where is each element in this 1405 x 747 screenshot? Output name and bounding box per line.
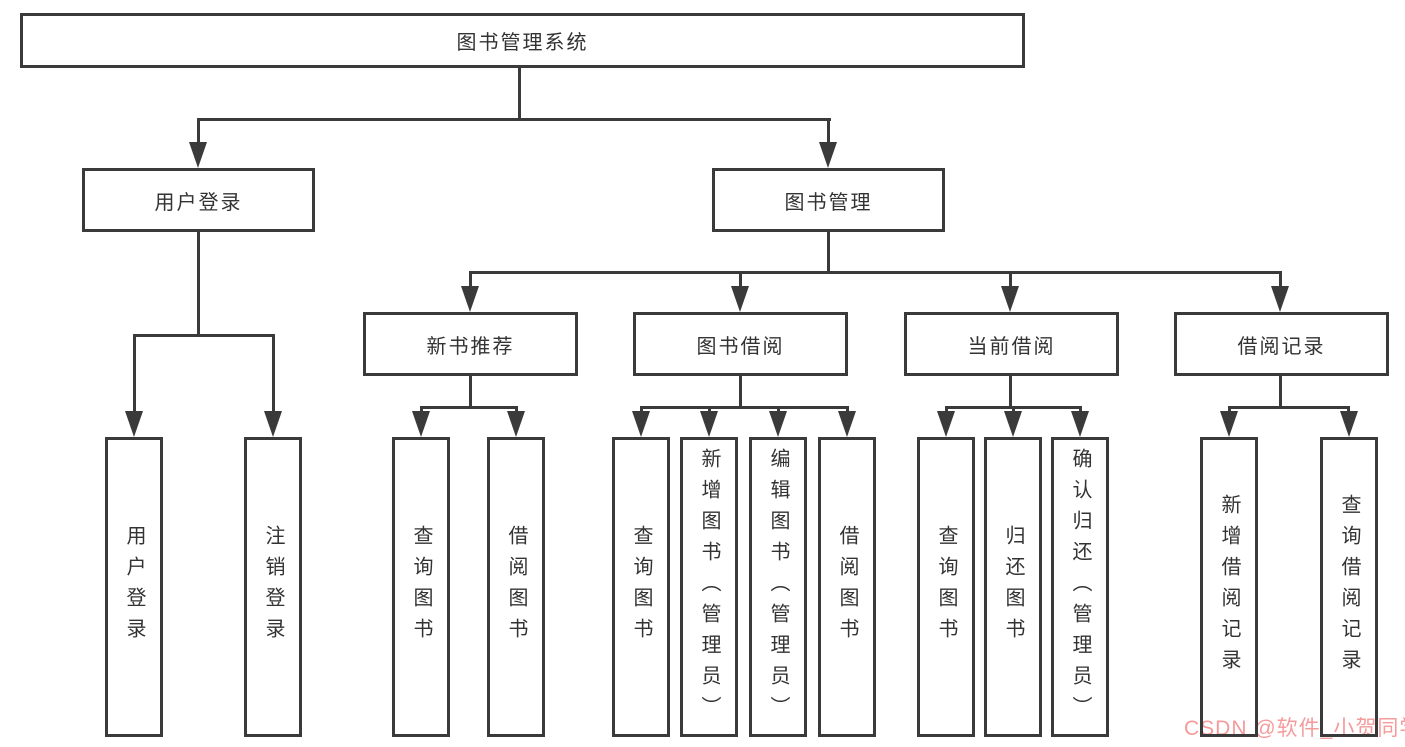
leaf-query-book-borrow-label: 查询图书	[630, 525, 652, 649]
node-book-borrow-label: 图书借阅	[696, 335, 785, 358]
connector-stub	[1347, 406, 1350, 413]
arrow-down-icon	[700, 411, 718, 437]
leaf-borrow-book: 借阅图书	[818, 437, 876, 737]
node-current-borrow: 当前借阅	[904, 312, 1119, 376]
node-book-borrow: 图书借阅	[633, 312, 848, 376]
node-book-management-label: 图书管理	[784, 191, 873, 214]
connector-root-stem	[518, 68, 521, 121]
connector-to-book-borrow	[739, 271, 742, 288]
leaf-user-login: 用户登录	[105, 437, 163, 737]
connector-current-borrow-stem	[1009, 376, 1012, 408]
node-book-management: 图书管理	[712, 168, 945, 232]
leaf-confirm-return-admin-label: 确认归还（管理员）	[1069, 447, 1091, 727]
arrow-down-icon	[1220, 411, 1238, 437]
connector-stub	[420, 406, 423, 413]
node-current-borrow-label: 当前借阅	[967, 335, 1056, 358]
leaf-logout: 注销登录	[244, 437, 302, 737]
arrow-down-icon	[412, 411, 430, 437]
node-user-login-label: 用户登录	[154, 191, 243, 214]
connector-stub	[708, 406, 711, 413]
leaf-query-borrow-record: 查询借阅记录	[1320, 437, 1378, 737]
connector-stub	[777, 406, 780, 413]
connector-stub	[1228, 406, 1231, 413]
connector-book-borrow-stem	[739, 376, 742, 408]
connector-stub	[945, 406, 948, 413]
leaf-return-book-label: 归还图书	[1002, 525, 1024, 649]
leaf-edit-book-admin: 编辑图书（管理员）	[749, 437, 807, 737]
node-root-label: 图书管理系统	[456, 32, 589, 54]
arrow-down-icon	[819, 142, 837, 168]
leaf-borrow-book-label: 借阅图书	[836, 525, 858, 649]
connector-stub	[1012, 406, 1015, 413]
leaf-add-borrow-record-label: 新增借阅记录	[1218, 494, 1240, 680]
connector-root-to-book-management	[827, 118, 830, 146]
arrow-down-icon	[189, 142, 207, 168]
node-borrow-record: 借阅记录	[1174, 312, 1389, 376]
connector-stub	[1079, 406, 1082, 413]
connector-to-new-book-recommend	[469, 271, 472, 288]
node-borrow-record-label: 借阅记录	[1237, 335, 1326, 358]
connector-stub	[515, 406, 518, 413]
node-user-login: 用户登录	[82, 168, 315, 232]
connector-borrow-record-rail	[1228, 406, 1350, 409]
node-root: 图书管理系统	[20, 13, 1025, 68]
arrow-down-icon	[1071, 411, 1089, 437]
connector-book-management-rail	[469, 271, 1282, 274]
leaf-borrow-book-recommend-label: 借阅图书	[505, 525, 527, 649]
arrow-down-icon	[461, 286, 479, 312]
arrow-down-icon	[125, 411, 143, 437]
leaf-query-book-recommend-label: 查询图书	[410, 525, 432, 649]
arrow-down-icon	[769, 411, 787, 437]
connector-new-book-recommend-rail	[420, 406, 518, 409]
arrow-down-icon	[838, 411, 856, 437]
arrow-down-icon	[264, 411, 282, 437]
leaf-return-book: 归还图书	[984, 437, 1042, 737]
leaf-query-book-current: 查询图书	[917, 437, 975, 737]
connector-root-to-user-login	[197, 118, 200, 146]
connector-to-leaf-user-login	[133, 334, 136, 413]
leaf-add-book-admin: 新增图书（管理员）	[680, 437, 738, 737]
arrow-down-icon	[1004, 411, 1022, 437]
leaf-query-book-current-label: 查询图书	[935, 525, 957, 649]
connector-stub	[846, 406, 849, 413]
leaf-query-book-recommend: 查询图书	[392, 437, 450, 737]
connector-user-login-rail	[133, 334, 275, 337]
arrow-down-icon	[731, 286, 749, 312]
leaf-add-book-admin-label: 新增图书（管理员）	[698, 447, 720, 727]
leaf-edit-book-admin-label: 编辑图书（管理员）	[767, 447, 789, 727]
leaf-query-book-borrow: 查询图书	[612, 437, 670, 737]
connector-book-management-stem	[827, 232, 830, 273]
arrow-down-icon	[1001, 286, 1019, 312]
leaf-query-borrow-record-label: 查询借阅记录	[1338, 494, 1360, 680]
csdn-watermark: CSDN @软件_小贺同学	[1184, 717, 1405, 740]
connector-root-rail	[197, 118, 831, 121]
leaf-add-borrow-record: 新增借阅记录	[1200, 437, 1258, 737]
arrow-down-icon	[1271, 286, 1289, 312]
connector-book-borrow-rail	[640, 406, 849, 409]
connector-to-current-borrow	[1009, 271, 1012, 288]
connector-to-borrow-record	[1279, 271, 1282, 288]
connector-stub	[640, 406, 643, 413]
leaf-confirm-return-admin: 确认归还（管理员）	[1051, 437, 1109, 737]
arrow-down-icon	[632, 411, 650, 437]
arrow-down-icon	[937, 411, 955, 437]
arrow-down-icon	[1340, 411, 1358, 437]
leaf-user-login-label: 用户登录	[123, 525, 145, 649]
connector-user-login-stem	[197, 232, 200, 336]
connector-borrow-record-stem	[1279, 376, 1282, 408]
leaf-logout-label: 注销登录	[262, 525, 284, 649]
connector-to-leaf-logout	[272, 334, 275, 413]
connector-new-book-recommend-stem	[469, 376, 472, 408]
node-new-book-recommend: 新书推荐	[363, 312, 578, 376]
node-new-book-recommend-label: 新书推荐	[426, 335, 515, 358]
arrow-down-icon	[507, 411, 525, 437]
leaf-borrow-book-recommend: 借阅图书	[487, 437, 545, 737]
